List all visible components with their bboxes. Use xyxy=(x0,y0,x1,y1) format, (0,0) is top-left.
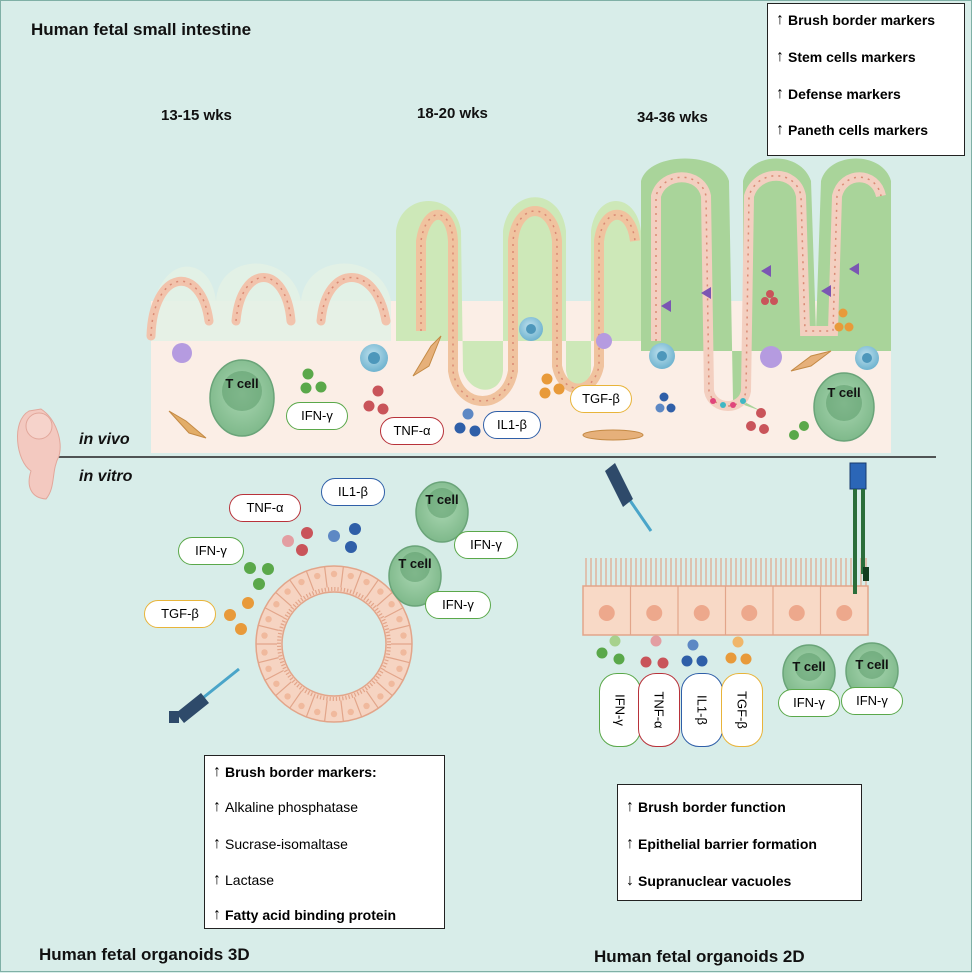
ifn-gamma-label: IFN-γ xyxy=(841,687,903,715)
tnf-alpha-label: TNF-α xyxy=(229,494,301,522)
organoids-3d-label: Human fetal organoids 3D xyxy=(39,945,250,964)
figure-title: Human fetal small intestine xyxy=(31,20,252,39)
tnf-alpha-text: TNF-α xyxy=(651,691,667,729)
in-vivo-label: in vivo xyxy=(79,431,130,448)
ifn-gamma-label: IFN-γ xyxy=(178,537,244,565)
tgf-beta-label: TGF-β xyxy=(721,673,763,747)
tgf-beta-label: TGF-β xyxy=(144,600,216,628)
legend-row: ↑Brush border markers xyxy=(776,11,936,29)
pipette-2d-icon xyxy=(605,463,653,532)
up-arrow-icon: ↑ xyxy=(776,48,784,65)
outcome-row: ↑Brush border function xyxy=(626,798,786,816)
tcell-label: T cell xyxy=(827,385,861,400)
tcell-label: T cell xyxy=(398,556,432,571)
organoid-2d-outcomes-box: ↑Brush border function ↑Epithelial barri… xyxy=(617,784,862,901)
organoid-3d xyxy=(169,481,469,723)
outcome-row: ↑Alkaline phosphatase xyxy=(213,798,359,816)
il1-beta-label: IL1-β xyxy=(321,478,385,506)
down-arrow-icon: ↓ xyxy=(626,872,634,889)
up-arrow-icon: ↑ xyxy=(776,121,784,138)
lamina-propria-cells xyxy=(168,290,879,442)
outcome-text: Alkaline phosphatase xyxy=(225,799,359,815)
markers-legend-box: ↑Brush border markers ↑Stem cells marker… xyxy=(767,3,965,156)
ifn-gamma-label: IFN-γ xyxy=(454,531,518,559)
organoid-3d-outcomes-box: ↑Brush border markers: ↑Alkaline phospha… xyxy=(204,755,445,929)
up-arrow-icon: ↑ xyxy=(213,835,221,852)
ifn-gamma-text: IFN-γ xyxy=(612,694,628,726)
up-arrow-icon: ↑ xyxy=(213,871,221,888)
up-arrow-icon: ↑ xyxy=(626,798,634,815)
tnf-alpha-label: TNF-α xyxy=(638,673,680,747)
il1-beta-label: IL1-β xyxy=(483,411,541,439)
outcome-row: ↓Supranuclear vacuoles xyxy=(626,872,792,890)
legend-row-text: Defense markers xyxy=(788,86,901,102)
outcome-text: Fatty acid binding protein xyxy=(225,907,397,923)
tgf-beta-label: TGF-β xyxy=(570,385,632,413)
outcome-text: Supranuclear vacuoles xyxy=(638,873,792,889)
il1-beta-text: IL1-β xyxy=(694,695,710,725)
tcell-label: T cell xyxy=(855,657,889,672)
up-arrow-icon: ↑ xyxy=(776,85,784,102)
legend-row-text: Paneth cells markers xyxy=(788,122,929,138)
outcome-row: ↑Sucrase-isomaltase xyxy=(213,835,348,853)
outcome-row: ↑Fatty acid binding protein xyxy=(213,906,397,924)
outcome-text: Lactase xyxy=(225,872,275,888)
intestinal-tissue xyxy=(146,158,891,453)
up-arrow-icon: ↑ xyxy=(776,11,784,28)
pipette-3d-icon xyxy=(169,667,240,723)
fetus-icon xyxy=(16,408,61,500)
outcome-text: Brush border function xyxy=(638,799,786,815)
villi-13-15-wks xyxy=(146,263,391,341)
tnf-alpha-label: TNF-α xyxy=(380,417,444,445)
ifn-gamma-label: IFN-γ xyxy=(425,591,491,619)
outcome-row: ↑Lactase xyxy=(213,871,275,889)
legend-row: ↑Paneth cells markers xyxy=(776,121,929,139)
outcome-text: Sucrase-isomaltase xyxy=(225,836,348,852)
electrode-icon xyxy=(849,462,869,594)
up-arrow-icon: ↑ xyxy=(626,835,634,852)
in-vitro-label: in vitro xyxy=(79,468,133,485)
tcell-label: T cell xyxy=(425,492,459,507)
villi-34-36-wks xyxy=(641,158,891,411)
legend-row: ↑Stem cells markers xyxy=(776,48,916,66)
stage-label-late: 34-36 wks xyxy=(637,109,708,126)
legend-row-text: Brush border markers xyxy=(788,12,936,28)
up-arrow-icon: ↑ xyxy=(213,763,221,780)
outcome-text: Epithelial barrier formation xyxy=(638,836,817,852)
up-arrow-icon: ↑ xyxy=(213,906,221,923)
tcell-label: T cell xyxy=(225,376,259,391)
il1-beta-label: IL1-β xyxy=(681,673,723,747)
organoids-2d-label: Human fetal organoids 2D xyxy=(594,947,805,966)
ifn-gamma-label: IFN-γ xyxy=(778,689,840,717)
outcome-row: ↑Epithelial barrier formation xyxy=(626,835,817,853)
ifn-gamma-label: IFN-γ xyxy=(599,673,641,747)
tcell-label: T cell xyxy=(792,659,826,674)
tgf-beta-text: TGF-β xyxy=(734,691,750,729)
outcome-row: ↑Brush border markers: xyxy=(213,763,377,781)
stage-label-mid: 18-20 wks xyxy=(417,105,488,122)
outcome-text: Brush border markers: xyxy=(225,764,377,780)
legend-row: ↑Defense markers xyxy=(776,85,901,103)
legend-row-text: Stem cells markers xyxy=(788,49,916,65)
up-arrow-icon: ↑ xyxy=(213,798,221,815)
ifn-gamma-label: IFN-γ xyxy=(286,402,348,430)
stage-label-early: 13-15 wks xyxy=(161,107,232,124)
villi-18-20-wks xyxy=(396,197,641,406)
monolayer-2d xyxy=(582,462,899,702)
